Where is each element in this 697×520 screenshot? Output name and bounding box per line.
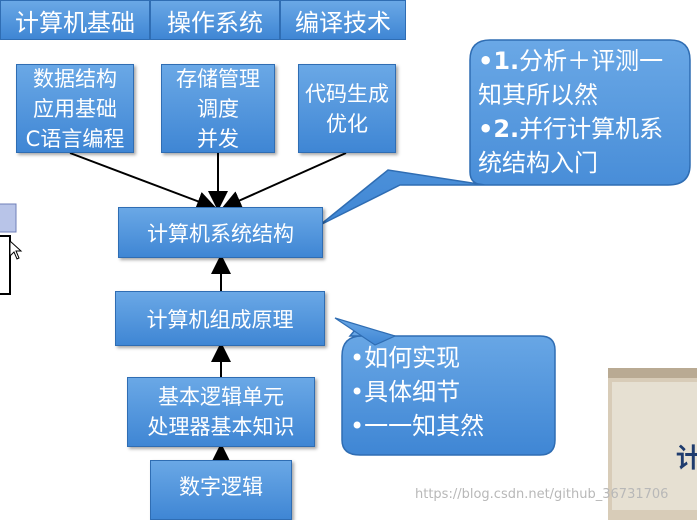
callout-mid-text: •如何实现 •具体细节 •一一知其然 bbox=[350, 341, 484, 443]
node-logic-units: 基本逻辑单元 处理器基本知识 bbox=[127, 377, 315, 447]
left-edge-box-fragment bbox=[0, 235, 11, 295]
bullet-2-mark: •2. bbox=[478, 115, 520, 143]
bullet-1-mark: •1. bbox=[478, 47, 520, 75]
node-label: 计算机系统结构 bbox=[147, 221, 294, 246]
node-codegen: 代码生成 优化 bbox=[298, 64, 396, 153]
node-label: 计算机组成原理 bbox=[146, 307, 294, 332]
node-computer-organization: 计算机组成原理 bbox=[115, 291, 325, 346]
node-label: 数据结构 bbox=[33, 66, 117, 91]
arrow-ds-to-arch bbox=[69, 152, 217, 211]
left-edge-selection-handle bbox=[0, 203, 17, 233]
tab-operating-systems: 操作系统 bbox=[150, 0, 280, 40]
callout-mid-item: •如何实现 bbox=[350, 344, 461, 372]
node-label: 存储管理 bbox=[176, 66, 260, 91]
callout-mid-item: •具体细节 bbox=[350, 378, 461, 406]
node-label: 数字逻辑 bbox=[179, 475, 263, 499]
mouse-cursor-icon bbox=[9, 239, 23, 260]
node-computer-architecture: 计算机系统结构 bbox=[118, 207, 323, 258]
watermark-url: https://blog.csdn.net/github_36731706 bbox=[415, 487, 669, 502]
bullet-2-line-2: 统结构入门 bbox=[478, 149, 598, 177]
callout-top-text: •1.分析＋评测一 知其所以然 •2.并行计算机系 统结构入门 bbox=[478, 44, 663, 180]
node-storage-scheduling: 存储管理 调度 并发 bbox=[161, 64, 275, 153]
callout-top-shape bbox=[319, 39, 691, 226]
node-label: C语言编程 bbox=[25, 126, 125, 151]
node-label: 基本逻辑单元 bbox=[158, 385, 284, 409]
bullet-2-line-1: 并行计算机系 bbox=[519, 115, 664, 143]
node-label: 代码生成 bbox=[305, 81, 389, 106]
node-label: 并发 bbox=[197, 126, 239, 151]
tab-computer-basics: 计算机基础 bbox=[0, 0, 150, 40]
photo-fragment-text: 计 bbox=[676, 444, 697, 474]
bullet-1-line-2: 知其所以然 bbox=[478, 81, 598, 109]
node-label: 应用基础 bbox=[33, 96, 117, 121]
callout-mid-shape bbox=[341, 329, 556, 456]
node-label: 调度 bbox=[197, 96, 239, 121]
node-digital-logic: 数字逻辑 bbox=[150, 460, 292, 520]
arrow-codegen-to-arch bbox=[221, 152, 347, 210]
node-data-structures: 数据结构 应用基础 C语言编程 bbox=[16, 64, 134, 153]
tab-compiler-techniques: 编译技术 bbox=[280, 0, 406, 40]
callout-mid-item: •一一知其然 bbox=[350, 412, 485, 440]
node-label: 优化 bbox=[326, 111, 368, 136]
bullet-1-line-1: 分析＋评测一 bbox=[519, 47, 664, 75]
node-label: 处理器基本知识 bbox=[147, 415, 295, 439]
